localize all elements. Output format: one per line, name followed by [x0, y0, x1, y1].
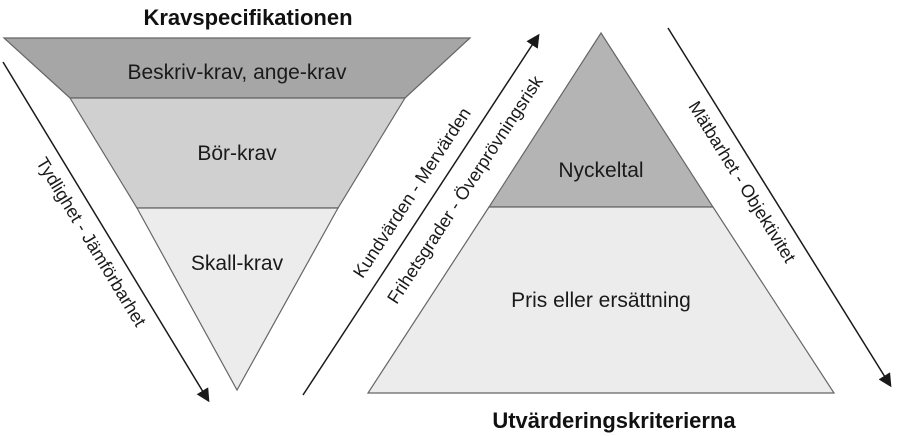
left-diagonal-arrow	[2, 61, 210, 403]
right-diagram-title: Utvärderingskriterierna	[492, 408, 736, 433]
left-layer-3-label: Skall-krav	[191, 252, 284, 275]
left-layer-3	[135, 207, 340, 392]
right-layer-2-label: Pris eller ersättning	[511, 289, 691, 312]
left-layer-2-label: Bör-krav	[197, 142, 277, 165]
middle-diagonal-arrow	[302, 33, 540, 396]
left-layer-1-label: Beskriv-krav, ange-krav	[127, 61, 347, 84]
right-layer-1-label: Nyckeltal	[558, 159, 643, 182]
right-diagonal-arrow	[667, 27, 892, 388]
right-layer-2	[366, 206, 836, 394]
left-diagram-title: Kravspecifikationen	[143, 5, 352, 30]
